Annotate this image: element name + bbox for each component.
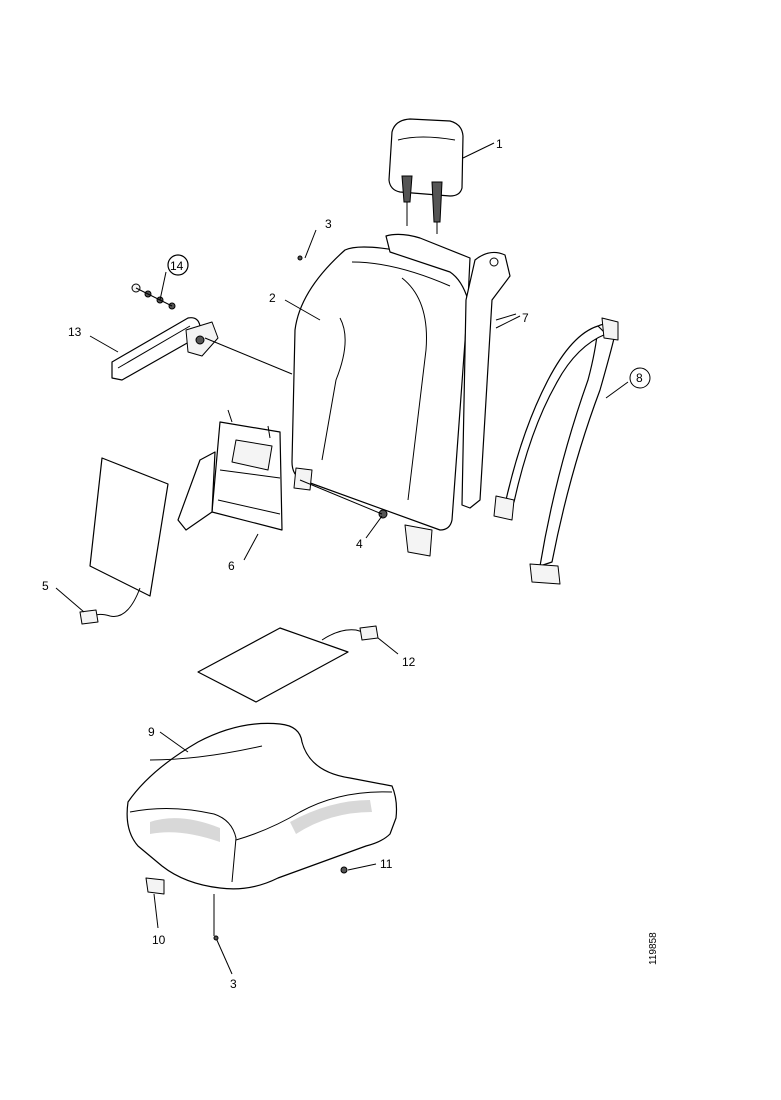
- callout-3-bottom: 3: [230, 977, 237, 991]
- seat-cushion: [126, 722, 398, 890]
- armrest: [111, 317, 219, 381]
- backrest-frame: [177, 409, 283, 531]
- callout-13: 13: [68, 325, 82, 339]
- callout-12: 12: [402, 655, 416, 669]
- leader-lines: [55, 142, 629, 975]
- callout-8-circle: [629, 367, 651, 389]
- fastener-11: [340, 866, 348, 874]
- backrest: [291, 233, 511, 557]
- backrest-heater-pad: [79, 457, 169, 625]
- callout-5: 5: [42, 579, 49, 593]
- callout-10: 10: [152, 933, 166, 947]
- callout-1: 1: [496, 137, 503, 151]
- drawing-id: 119858: [648, 932, 659, 965]
- screws-3: [213, 255, 303, 941]
- callout-14: 14: [170, 259, 184, 273]
- side-trim: [495, 313, 517, 321]
- seat-belt: [493, 317, 619, 585]
- fastener-4: [378, 509, 388, 519]
- callout-8: 8: [636, 371, 643, 385]
- cushion-heater-pad: [197, 625, 379, 703]
- callout-2: 2: [269, 291, 276, 305]
- clip: [145, 877, 165, 895]
- headrest: [388, 118, 464, 234]
- callout-4: 4: [356, 537, 363, 551]
- callout-11: 11: [380, 857, 393, 871]
- callout-7: 7: [522, 311, 529, 325]
- callout-9: 9: [148, 725, 155, 739]
- callout-6: 6: [228, 559, 235, 573]
- callout-3-top: 3: [325, 217, 332, 231]
